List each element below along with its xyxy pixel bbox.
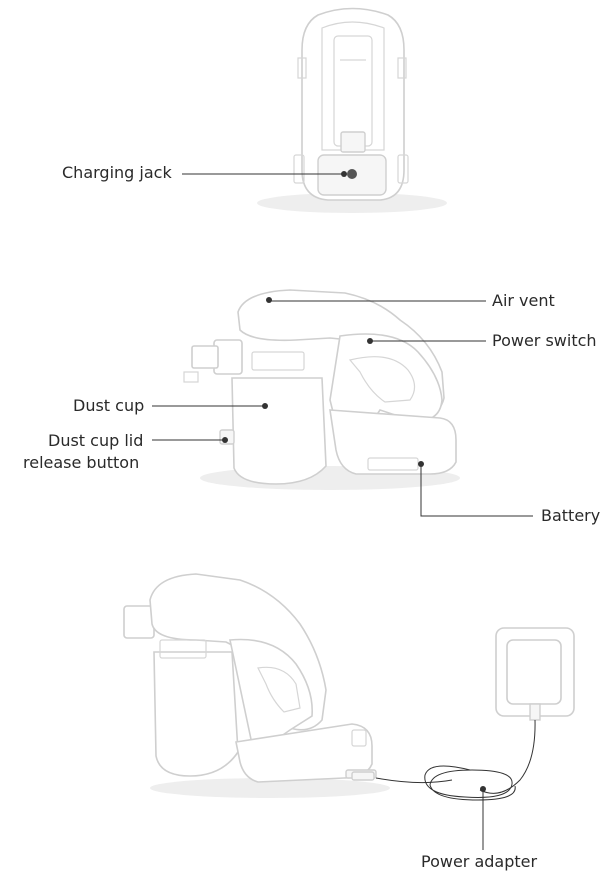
label-dust-cup-lid-line1: Dust cup lid [48,431,144,450]
vacuum-charging-view [123,573,390,798]
vacuum-back-view [257,7,447,213]
label-air-vent: Air vent [492,291,555,310]
label-charging-jack: Charging jack [62,163,172,182]
vacuum-side-view [183,289,460,490]
power-adapter-drawing [351,627,575,801]
label-battery: Battery [541,506,601,525]
label-dust-cup: Dust cup [73,396,145,415]
label-power-switch: Power switch [492,331,597,350]
label-power-adapter: Power adapter [421,852,538,871]
charging-jack-port [347,169,357,179]
label-dust-cup-lid-line2: release button [23,453,140,472]
